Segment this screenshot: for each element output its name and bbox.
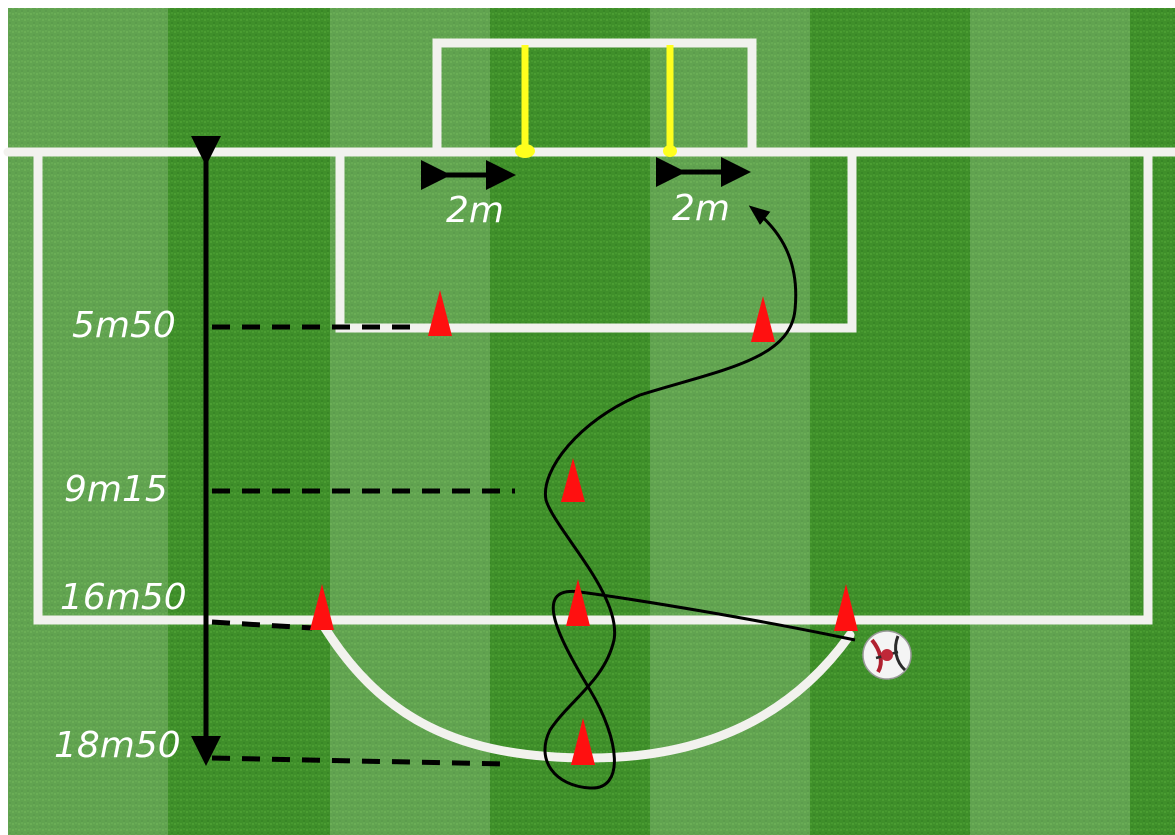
distance-label-1: 5m50 (72, 305, 176, 346)
goal-gap-right-label: 2m (672, 188, 730, 229)
post-right-base (663, 145, 677, 157)
soccer-ball-icon (863, 631, 911, 679)
distance-label-4: 18m50 (54, 725, 181, 766)
goal-gap-left-label: 2m (446, 190, 504, 231)
post-left-base (515, 144, 535, 158)
distance-label-3: 16m50 (60, 577, 187, 618)
distance-label-2: 9m15 (64, 469, 168, 510)
